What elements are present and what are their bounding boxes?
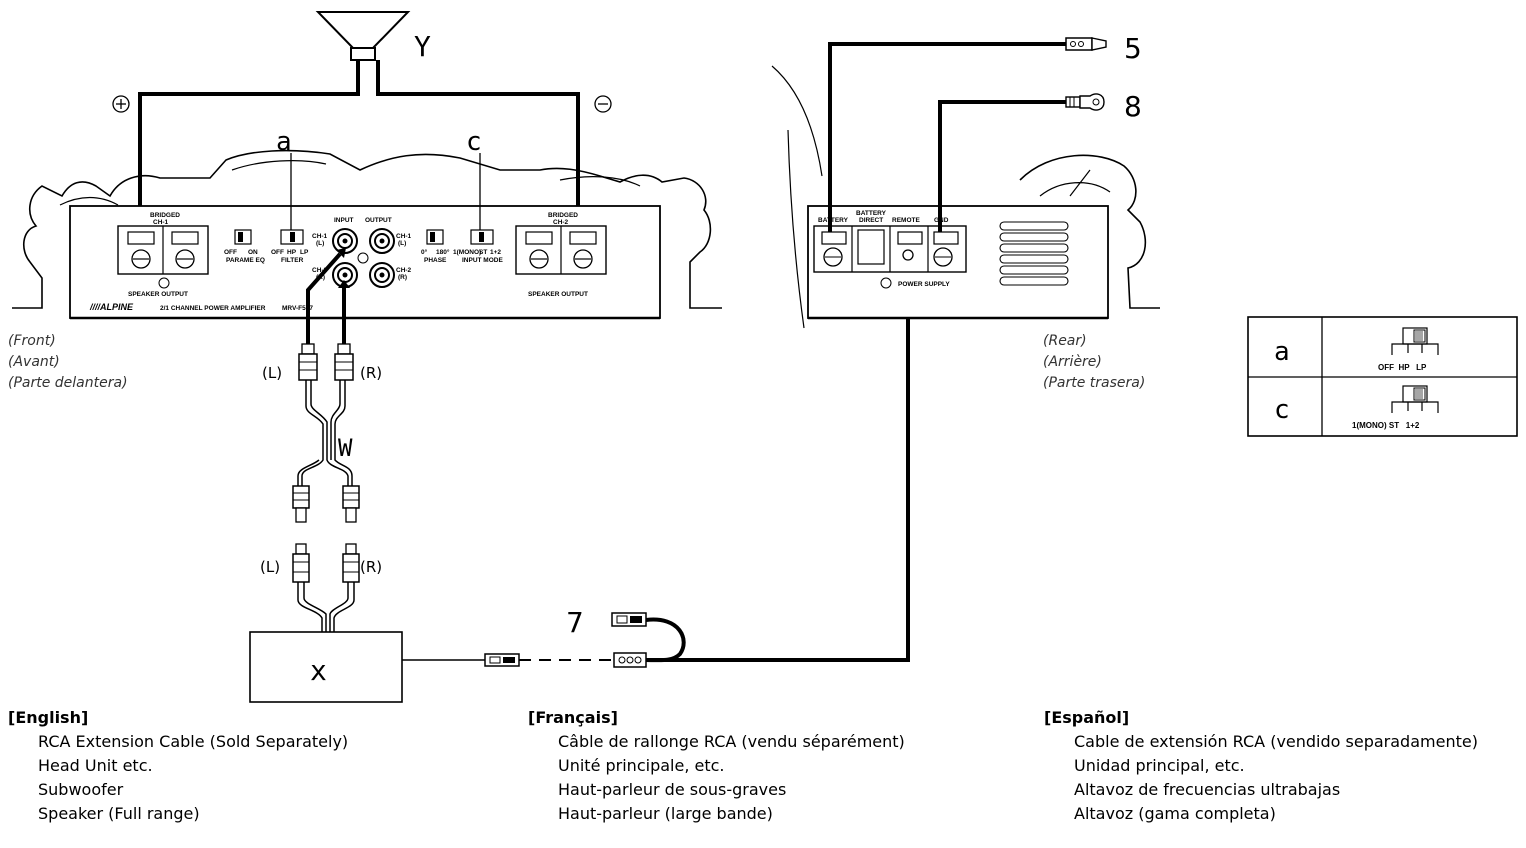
legend-french-item: Haut-parleur de sous-graves (558, 780, 787, 799)
front-out-ch1-label: CH-1 (396, 233, 412, 240)
front-filter-lp-label: LP (300, 249, 309, 256)
legend-english-item: Head Unit etc. (38, 756, 153, 775)
legend-french-item: Unité principale, etc. (558, 756, 725, 775)
caption-front-es: (Parte delantera) (8, 375, 128, 391)
battery-wire (828, 42, 1066, 232)
front-on-label: ON (248, 249, 258, 256)
legend-spanish-item: Unidad principal, etc. (1074, 756, 1245, 775)
caption-front-fr: (Avant) (8, 354, 60, 370)
connector-icon (613, 652, 647, 668)
connector-icon (484, 653, 520, 667)
legend-english-item: Speaker (Full range) (38, 804, 200, 823)
front-bridged-right-label: BRIDGED (548, 212, 578, 219)
legend-english-header: [English] (8, 708, 89, 727)
front-speaker-output-right-label: SPEAKER OUTPUT (528, 291, 588, 298)
minus-symbol-icon (594, 95, 612, 113)
remote-wire (645, 254, 910, 663)
fuse-connector-icon (1065, 37, 1107, 51)
legend-french: [Français] Câble de rallonge RCA (vendu … (528, 706, 905, 826)
callout-c: c (466, 127, 482, 157)
legend-spanish-header: [Español] (1044, 708, 1130, 727)
front-ch2-label: CH-2 (553, 219, 569, 226)
front-mode-st-label: ST (479, 249, 487, 256)
caption-rear-es: (Parte trasera) (1043, 375, 1145, 391)
front-input-label: INPUT (334, 217, 354, 224)
plus-symbol-icon (112, 95, 130, 113)
front-phase-180-label: 180° (436, 248, 450, 256)
callout-w: W (338, 434, 353, 462)
front-parame-eq-label: PARAME EQ (226, 257, 265, 264)
front-ch1-label: CH-1 (153, 219, 169, 226)
front-input-mode-label: INPUT MODE (462, 257, 503, 264)
legend-english: [English] RCA Extension Cable (Sold Sepa… (8, 706, 348, 826)
callout-x: x (310, 654, 327, 687)
legend-spanish-item: Cable de extensión RCA (vendido separada… (1074, 732, 1478, 751)
switch-settings-table (1247, 316, 1518, 437)
legend-spanish: [Español] Cable de extensión RCA (vendid… (1044, 706, 1478, 826)
front-in-l-label: (L) (316, 240, 324, 247)
legend-spanish-item: Altavoz (gama completa) (1074, 804, 1276, 823)
settings-row-a-key: a (1274, 337, 1290, 367)
connector-icon (611, 612, 647, 627)
front-speaker-output-left-label: SPEAKER OUTPUT (128, 291, 188, 298)
front-in-ch1-label: CH-1 (312, 233, 328, 240)
settings-row-c-key: c (1274, 395, 1290, 425)
front-phase-0-label: 0° (421, 248, 428, 256)
front-filter-hp-label: HP (287, 249, 297, 256)
caption-rear-fr: (Arrière) (1043, 354, 1102, 370)
speaker-wire-plus (138, 60, 360, 232)
legend-english-item: RCA Extension Cable (Sold Separately) (38, 732, 349, 751)
callout-8: 8 (1124, 90, 1142, 123)
front-model-line-label: 2/1 CHANNEL POWER AMPLIFIER (160, 305, 266, 312)
front-out-r-label: (R) (398, 274, 407, 281)
front-mode-12-label: 1+2 (490, 249, 501, 256)
rear-battery-direct-label-2: DIRECT (859, 217, 883, 224)
front-output-label: OUTPUT (365, 217, 392, 224)
front-out-l-label: (L) (398, 240, 406, 247)
settings-row-a-options: OFF HP LP (1378, 363, 1427, 372)
speaker-icon (315, 11, 411, 61)
rca-label-l-top: (L) (262, 364, 282, 382)
caption-front-en: (Front) (8, 333, 56, 349)
rear-remote-label: REMOTE (892, 217, 920, 224)
legend-french-item: Haut-parleur (large bande) (558, 804, 773, 823)
front-in-ch2-label: CH-2 (312, 267, 328, 274)
front-out-ch2-label: CH-2 (396, 267, 412, 274)
front-phase-label: PHASE (424, 257, 447, 264)
callout-y: Y (414, 30, 431, 63)
front-bridged-left-label: BRIDGED (150, 212, 180, 219)
settings-row-c-options: 1(MONO) ST 1+2 (1352, 421, 1420, 430)
front-filter-off-label: OFF (271, 249, 284, 256)
rca-label-l-bottom: (L) (260, 558, 280, 576)
front-mode-mono-label: 1(MONO) (453, 249, 481, 256)
callout-7: 7 (566, 606, 584, 639)
rca-extension-cable (292, 248, 360, 632)
rear-amplifier: BATTERY BATTERY DIRECT REMOTE GND POWER … (771, 65, 1160, 329)
ring-terminal-icon (1065, 93, 1105, 111)
front-brand-label: ////ALPINE (89, 302, 134, 312)
rear-battery-label: BATTERY (818, 217, 849, 224)
legend-french-item: Câble de rallonge RCA (vendu séparément) (558, 732, 905, 751)
front-model-label: MRV-F507 (282, 305, 313, 312)
rca-label-r-top: (R) (360, 364, 382, 382)
legend-english-item: Subwoofer (38, 780, 124, 799)
callout-a: a (276, 127, 292, 157)
rca-label-r-bottom: (R) (360, 558, 382, 576)
rear-power-supply-label: POWER SUPPLY (898, 281, 950, 288)
front-amplifier: BRIDGED CH-1 SPEAKER OUTPUT OFF ON PARAM… (12, 127, 722, 320)
ground-wire (938, 100, 1066, 232)
front-filter-label: FILTER (281, 257, 304, 264)
speaker-wire-minus (376, 60, 580, 232)
rear-battery-direct-label-1: BATTERY (856, 210, 887, 217)
head-unit-box (249, 631, 403, 703)
caption-rear-en: (Rear) (1043, 333, 1087, 349)
legend-spanish-item: Altavoz de frecuencias ultrabajas (1074, 780, 1341, 799)
rca-jack-icon (332, 228, 395, 288)
front-off-label: OFF (224, 249, 237, 256)
legend-french-header: [Français] (528, 708, 618, 727)
callout-5: 5 (1124, 32, 1142, 65)
